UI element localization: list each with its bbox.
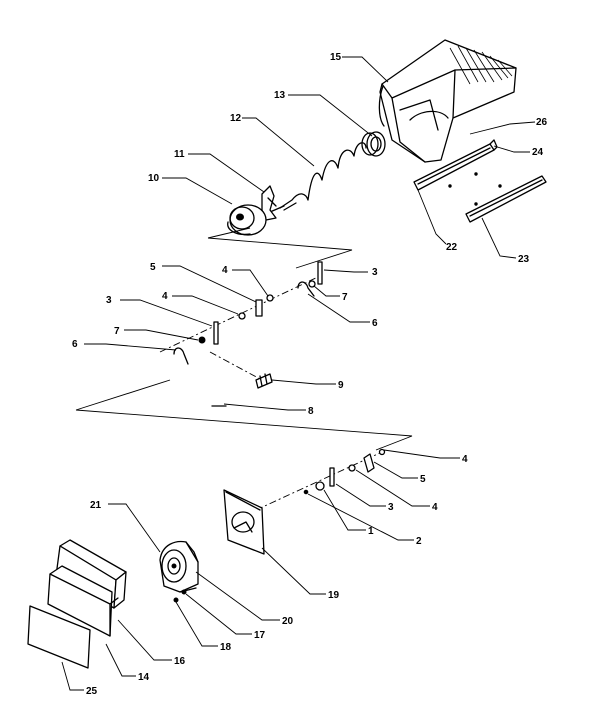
callout-9: 9 xyxy=(338,380,344,391)
callout-16: 16 xyxy=(174,656,186,667)
auger-motor-part xyxy=(159,540,199,593)
callout-14: 14 xyxy=(138,672,150,683)
callout-12: 12 xyxy=(230,113,242,124)
callout-3-lower: 3 xyxy=(388,502,394,513)
mounting-plate-part xyxy=(223,489,265,555)
callout-20: 20 xyxy=(282,616,294,627)
callout-24: 24 xyxy=(532,147,544,158)
callout-8: 8 xyxy=(308,406,314,417)
callout-7-left: 7 xyxy=(114,326,120,337)
callout-4-lower-right: 4 xyxy=(462,454,468,465)
callout-13: 13 xyxy=(274,90,286,101)
callout-23: 23 xyxy=(518,254,530,265)
drive-wheel-part xyxy=(227,204,267,236)
callout-18: 18 xyxy=(220,642,232,653)
callout-4-lower: 4 xyxy=(432,502,438,513)
callout-6-left: 6 xyxy=(72,339,78,350)
callout-22: 22 xyxy=(446,242,458,253)
callout-1: 1 xyxy=(368,526,374,537)
callout-11: 11 xyxy=(174,149,185,160)
callout-26: 26 xyxy=(536,117,548,128)
leader-lines xyxy=(61,56,536,691)
callout-3-left: 3 xyxy=(106,295,112,306)
callout-5-lower: 5 xyxy=(420,474,426,485)
callout-17: 17 xyxy=(254,630,266,641)
auger-spring-part xyxy=(269,142,367,213)
auger-collar-part xyxy=(361,131,386,157)
callout-10: 10 xyxy=(148,173,160,184)
pivot-pin-part xyxy=(255,373,273,389)
callout-3-upper-right: 3 xyxy=(372,267,378,278)
callout-19: 19 xyxy=(328,590,340,601)
ice-bin-part xyxy=(378,39,517,163)
callout-25: 25 xyxy=(86,686,98,697)
callout-4-upper: 4 xyxy=(222,265,228,276)
callout-5-upper: 5 xyxy=(150,262,156,273)
callout-7-right: 7 xyxy=(342,292,348,303)
callout-2: 2 xyxy=(416,536,422,547)
cam-shaft-assembly-upper xyxy=(159,261,323,381)
callout-6-right: 6 xyxy=(372,318,378,329)
callout-numbers: 15 26 13 12 11 10 24 22 23 3 4 5 4 7 6 3… xyxy=(72,52,548,697)
slide-rail-part xyxy=(413,139,498,191)
callout-15: 15 xyxy=(330,52,342,63)
callout-21: 21 xyxy=(90,500,102,511)
callout-4-mid: 4 xyxy=(162,291,168,302)
cam-shaft-assembly-lower xyxy=(255,448,386,511)
cover-panel-part xyxy=(27,605,91,669)
slide-rail-lower-part xyxy=(465,175,547,223)
motor-cover-part xyxy=(47,539,127,637)
